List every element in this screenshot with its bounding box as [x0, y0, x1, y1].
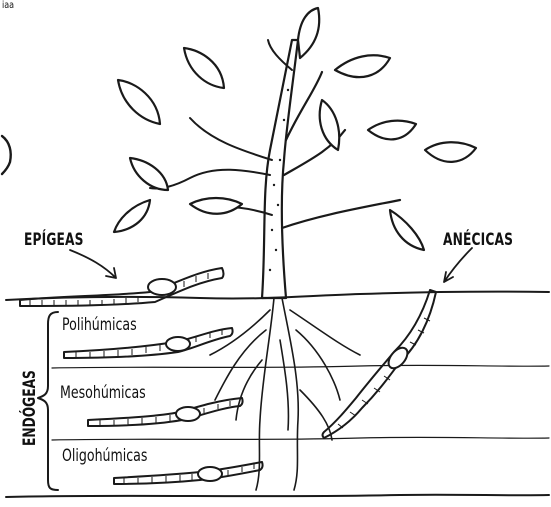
label-polihumicas: Polihúmicas	[62, 315, 137, 335]
label-mesohumicas: Mesohúmicas	[60, 383, 146, 403]
left-edge-fragment	[2, 136, 11, 174]
branch-right	[282, 72, 400, 228]
top-left-fragment: iaa	[2, 0, 14, 11]
trunk-dots	[269, 89, 289, 271]
arrow-epigeas	[70, 250, 116, 278]
worm-anecica	[323, 290, 437, 438]
label-oligohumicas: Oligohúmicas	[62, 446, 147, 466]
tree-roots	[210, 298, 360, 490]
soil-bottom-line	[6, 495, 549, 497]
label-anecicas: ANÉCICAS	[443, 230, 513, 250]
soil-horizon-line-1	[52, 365, 549, 368]
soil-horizon-line-2	[52, 437, 549, 440]
arrow-anecicas	[444, 248, 472, 282]
label-endogeas: ENDÓGEAS	[20, 370, 40, 446]
worm-epigea	[20, 268, 224, 306]
endogeas-brace	[38, 312, 58, 490]
tree-leaves	[114, 8, 476, 250]
branch-left-upper	[150, 118, 272, 189]
label-epigeas: EPÍGEAS	[24, 230, 84, 250]
